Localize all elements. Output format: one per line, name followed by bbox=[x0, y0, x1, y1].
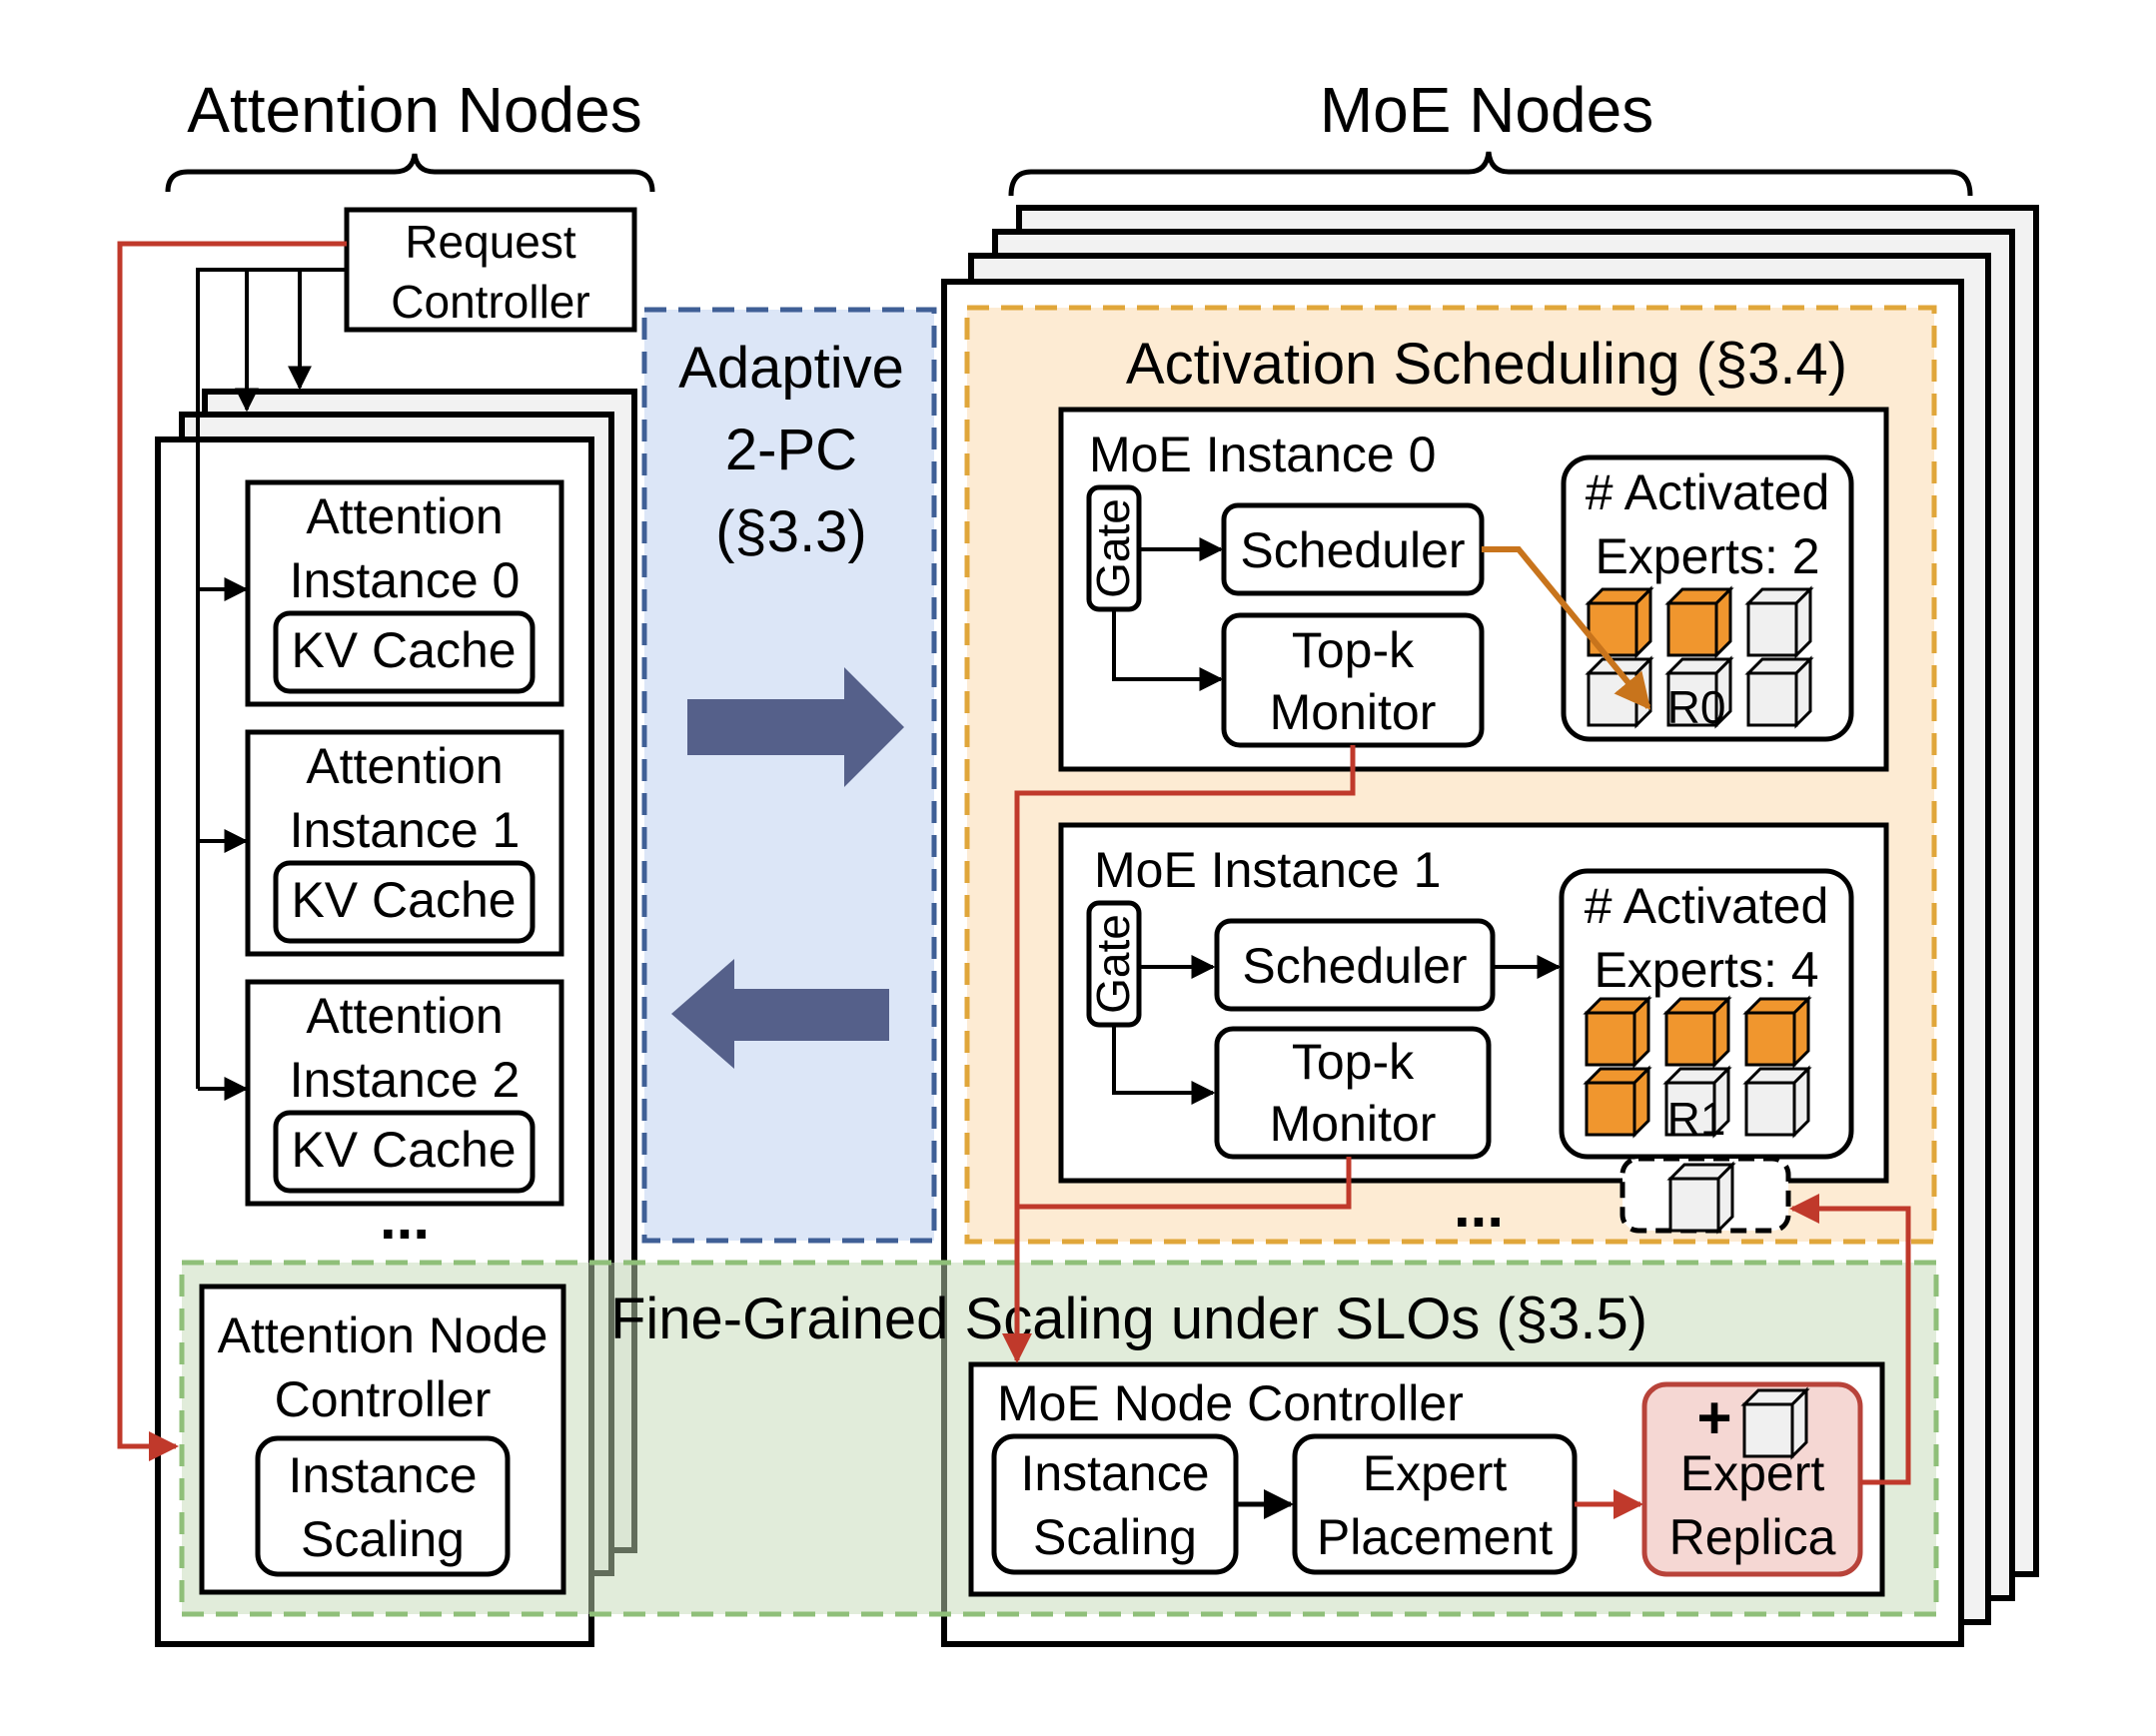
expert-replica-label: Expert bbox=[1680, 1445, 1825, 1501]
request-controller-label: Request bbox=[405, 216, 576, 268]
gate-1-label: Gate bbox=[1087, 914, 1139, 1014]
attention-instance-1-label: Attention bbox=[306, 738, 503, 794]
attention-instance-2: Attention Instance 2 KV Cache bbox=[245, 979, 564, 1207]
attention-node-controller-label: Attention Node bbox=[218, 1307, 548, 1363]
expert-placement-label-2: Placement bbox=[1317, 1509, 1553, 1565]
expert-cube-idle bbox=[1746, 587, 1812, 657]
topk-monitor-0-label: Top-k bbox=[1292, 622, 1415, 678]
topk-monitor-0-label-2: Monitor bbox=[1270, 684, 1437, 740]
fine-grained-scaling-title: Fine-Grained Scaling under SLOs (§3.5) bbox=[610, 1287, 1647, 1351]
expert-replica-plus: + bbox=[1696, 1384, 1731, 1451]
moe-nodes-header: MoE Nodes bbox=[1320, 74, 1653, 146]
expert-placement-label: Expert bbox=[1363, 1445, 1508, 1501]
scheduler-reroute-arrow bbox=[1482, 546, 1651, 710]
attention-instance-2-label-2: Instance 2 bbox=[290, 1052, 521, 1108]
expert-cube-idle bbox=[1746, 657, 1812, 727]
scheduler-0-label: Scheduler bbox=[1240, 522, 1465, 578]
monitor-to-controller-arrow bbox=[1002, 745, 1356, 1363]
moe-brace bbox=[1008, 151, 1973, 197]
attention-nodes-header: Attention Nodes bbox=[187, 74, 641, 146]
gate-0-label: Gate bbox=[1087, 498, 1139, 598]
activation-scheduling-title: Activation Scheduling (§3.4) bbox=[1126, 332, 1847, 397]
new-replica-cube bbox=[1668, 1163, 1734, 1233]
attention-instance-0: Attention Instance 0 KV Cache bbox=[245, 479, 564, 707]
adaptive-2pc-label-2: 2-PC bbox=[725, 418, 857, 482]
attention-instance-1-label-2: Instance 1 bbox=[290, 802, 521, 858]
kv-cache-0-label: KV Cache bbox=[291, 622, 516, 678]
moe-instance-1: MoE Instance 1 Gate Scheduler Top-k Moni… bbox=[1058, 822, 1889, 1184]
replica-to-slot-arrow bbox=[1789, 1194, 1911, 1485]
attention-ellipsis: ... bbox=[380, 1185, 430, 1252]
expert-cube-active bbox=[1666, 587, 1732, 657]
moe-instance-scaling-label-2: Scaling bbox=[1033, 1509, 1197, 1565]
topk-monitor-1 bbox=[1214, 1026, 1492, 1160]
attention-instance-scaling bbox=[255, 1435, 511, 1577]
dispatch-arrow-right bbox=[687, 667, 904, 787]
attention-brace bbox=[165, 153, 655, 193]
adaptive-2pc-label-3: (§3.3) bbox=[715, 499, 867, 564]
scheduler-1-label: Scheduler bbox=[1242, 938, 1467, 994]
kv-cache-1 bbox=[273, 860, 536, 944]
topk-monitor-1-label: Top-k bbox=[1292, 1034, 1415, 1090]
request-controller-label-2: Controller bbox=[391, 276, 589, 328]
attention-instance-2-label: Attention bbox=[306, 988, 503, 1044]
expert-replica-label-2: Replica bbox=[1669, 1509, 1836, 1565]
attention-instance-0-label-2: Instance 0 bbox=[290, 552, 521, 608]
adaptive-2pc-label: Adaptive bbox=[678, 336, 904, 401]
combine-arrow-left bbox=[671, 959, 889, 1069]
attention-instance-1: Attention Instance 1 KV Cache bbox=[245, 729, 564, 957]
kv-cache-2 bbox=[273, 1110, 536, 1194]
expert-cube-active bbox=[1585, 997, 1650, 1067]
moe-instance-1-title: MoE Instance 1 bbox=[1094, 842, 1441, 898]
replica-label-r0: R0 bbox=[1667, 681, 1726, 733]
expert-cube-active bbox=[1744, 997, 1810, 1067]
scheduler-1 bbox=[1214, 918, 1496, 1012]
moe-node-controller-title: MoE Node Controller bbox=[997, 1375, 1464, 1431]
activated-experts-0-label: # Activated bbox=[1586, 464, 1830, 520]
moe-ellipsis: ... bbox=[1454, 1173, 1504, 1240]
topk-monitor-1-label-2: Monitor bbox=[1270, 1096, 1437, 1152]
moe-instance-0-title: MoE Instance 0 bbox=[1089, 427, 1436, 482]
request-to-node-controller-arrow bbox=[117, 241, 347, 1461]
attention-instance-0-label: Attention bbox=[306, 488, 503, 544]
expert-cube-active bbox=[1664, 997, 1730, 1067]
monitor-1-to-controller-line bbox=[1017, 1157, 1352, 1210]
attention-node-controller-label-2: Controller bbox=[275, 1371, 492, 1427]
kv-cache-0 bbox=[273, 610, 536, 694]
replica-label-r1: R1 bbox=[1667, 1093, 1726, 1145]
moe-instance-0: MoE Instance 0 Gate Scheduler Top-k Moni… bbox=[1058, 407, 1889, 772]
attention-instance-scaling-label: Instance bbox=[288, 1447, 477, 1503]
activated-experts-1-label: # Activated bbox=[1585, 878, 1829, 934]
request-dispatch-lines bbox=[196, 268, 347, 1101]
expert-cube-active bbox=[1585, 1067, 1650, 1137]
request-controller-box bbox=[344, 207, 637, 333]
attention-instance-scaling-label-2: Scaling bbox=[301, 1511, 465, 1567]
expert-cube-idle bbox=[1744, 1067, 1810, 1137]
moe-instance-scaling-label: Instance bbox=[1020, 1445, 1209, 1501]
adaptive-2pc-panel bbox=[641, 307, 937, 1244]
activated-experts-1-label-2: Experts: 4 bbox=[1594, 942, 1818, 998]
kv-cache-2-label: KV Cache bbox=[291, 1122, 516, 1178]
kv-cache-1-label: KV Cache bbox=[291, 872, 516, 928]
activated-experts-0-label-2: Experts: 2 bbox=[1595, 528, 1819, 584]
